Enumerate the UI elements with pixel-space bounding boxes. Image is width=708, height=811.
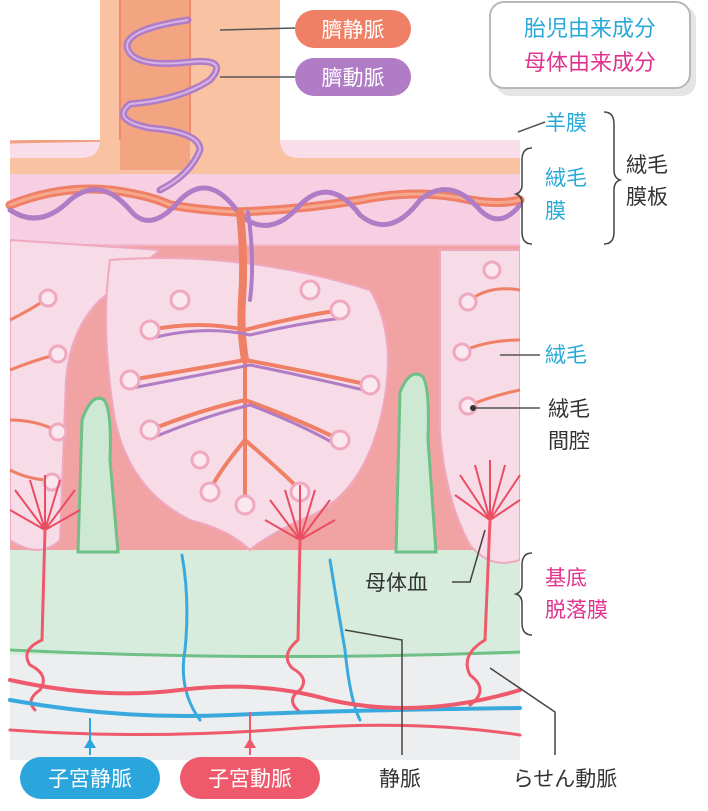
uterine-vein xyxy=(8,698,522,718)
intervillous-label-2: 間腔 xyxy=(548,429,590,453)
villous-tree-right xyxy=(452,260,521,416)
vein xyxy=(180,553,202,722)
chorion-layer xyxy=(10,160,520,245)
maternal-blood-spray xyxy=(9,460,521,541)
villous-tree-center xyxy=(119,279,381,516)
umbilical-vein-callout: 臍静脈 xyxy=(219,10,411,48)
spiral-artery xyxy=(25,528,47,712)
amnion-label: 羊膜 xyxy=(545,111,587,135)
vein-label: 静脈 xyxy=(379,767,421,791)
bottom-labels: 子宮静脈 子宮動脈 静脈 らせん動脈 xyxy=(20,629,618,799)
decidual-septum xyxy=(394,372,438,554)
uterine-artery-label: 子宮動脈 xyxy=(208,767,292,791)
spiral-artery xyxy=(285,538,306,714)
umbilical-cord xyxy=(10,0,520,194)
chorion-label-1: 絨毛 xyxy=(545,166,587,190)
umbilical-artery-callout: 臍動脈 xyxy=(220,58,411,96)
uterine-artery xyxy=(8,678,522,710)
right-labels: 羊膜 絨毛 膜 絨毛 膜板 絨毛 絨毛 間腔 基底 脱落膜 母体血 xyxy=(365,111,668,636)
chorionic-plate-label-2: 膜板 xyxy=(626,185,668,209)
decidual-septum xyxy=(76,396,120,554)
decidua-label-2: 脱落膜 xyxy=(545,598,608,622)
uterine-vein-badge xyxy=(20,757,160,799)
decidua-label-1: 基底 xyxy=(545,566,587,590)
decidual-vessels xyxy=(8,518,522,737)
decidua-basalis-layer xyxy=(10,545,520,655)
legend-fetal: 胎児由来成分 xyxy=(524,17,656,42)
umbilical-artery-badge xyxy=(295,58,411,96)
spiral-artery-label: らせん動脈 xyxy=(513,767,618,791)
chorionic-plate-label-1: 絨毛 xyxy=(626,153,668,177)
villi-label: 絨毛 xyxy=(545,343,587,367)
intervillous-label-1: 絨毛 xyxy=(548,397,590,421)
chorion-label-2: 膜 xyxy=(545,199,566,223)
umbilical-artery-label: 臍動脈 xyxy=(322,66,385,90)
cotyledon xyxy=(10,238,163,551)
uterine-artery-badge xyxy=(180,757,320,799)
chorionic-vessels xyxy=(5,184,525,364)
legend: 胎児由来成分 母体由来成分 xyxy=(489,1,696,96)
maternal-blood-label: 母体血 xyxy=(365,571,428,595)
uterine-wall xyxy=(10,640,520,760)
spiral-artery xyxy=(465,518,492,707)
uterine-vein-label: 子宮静脈 xyxy=(48,767,132,791)
umbilical-vein-badge xyxy=(295,10,411,48)
villous-tree-left xyxy=(9,288,68,492)
legend-maternal: 母体由来成分 xyxy=(524,51,656,76)
umbilical-vein-label: 臍静脈 xyxy=(322,18,385,42)
